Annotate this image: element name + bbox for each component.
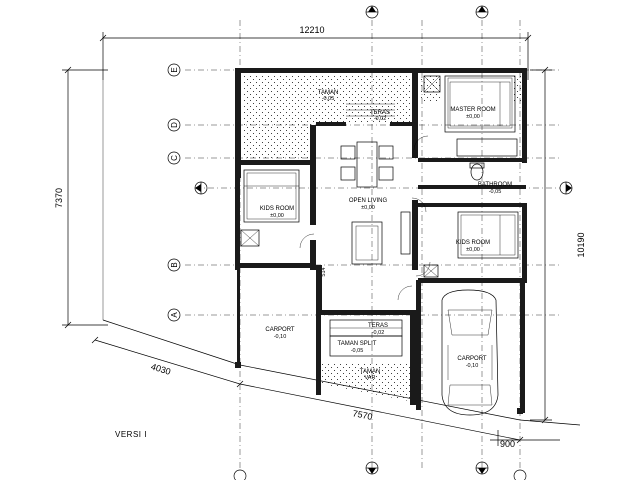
level-teras-top: -0,02 <box>374 116 387 122</box>
version-label: VERSI I <box>115 430 147 439</box>
room-taman-top: TAMAN <box>318 90 339 96</box>
dimension-bottom: 7570 <box>352 408 374 422</box>
room-taman-split: TAMAN SPLIT <box>338 341 377 347</box>
room-kids-left: KIDS ROOM <box>260 206 294 212</box>
grid-label-d: D <box>170 122 179 128</box>
grid-label-e: E <box>170 67 179 72</box>
furniture <box>235 75 523 416</box>
level-kids-right: ±0,00 <box>466 247 480 253</box>
dimension-top: 12210 <box>299 25 324 35</box>
grid-label-b: B <box>170 262 179 267</box>
car-icon <box>441 289 499 416</box>
dimension-small: 514 <box>321 267 327 276</box>
room-teras-bottom: TERAS <box>368 323 388 329</box>
room-master: MASTER ROOM <box>450 107 495 113</box>
level-carport-left: -0,10 <box>274 334 287 340</box>
level-carport-right: -0,10 <box>466 363 479 369</box>
room-teras-top: TERAS <box>370 110 390 116</box>
room-open-living: OPEN LIVING <box>349 198 388 204</box>
dimension-left: 7370 <box>54 188 64 208</box>
grid-label-c: C <box>170 155 179 161</box>
room-bathroom: BATHROOM <box>478 182 512 188</box>
section-markers <box>194 5 573 480</box>
room-taman-bottom: TAMAN <box>360 369 381 375</box>
grid-bubbles-rows: E D C B A <box>167 63 181 322</box>
level-taman-bottom: VAR <box>365 375 376 381</box>
level-teras-bottom: -0,02 <box>372 330 385 336</box>
room-carport-right: CARPORT <box>457 356 487 362</box>
level-kids-left: ±0,00 <box>270 213 284 219</box>
grid-label-a: A <box>170 312 179 318</box>
dimension-bottom-right: 900 <box>500 439 515 449</box>
level-bathroom: -0,05 <box>489 189 502 195</box>
room-labels: TAMAN -0,05 TERAS -0,02 MASTER ROOM ±0,0… <box>260 90 512 381</box>
level-open-living: ±0,00 <box>361 205 375 211</box>
level-master: ±0,00 <box>466 114 480 120</box>
dimension-right: 10190 <box>576 232 586 257</box>
room-carport-left: CARPORT <box>265 327 295 333</box>
walls <box>235 68 527 413</box>
garden-hatching <box>244 74 524 402</box>
level-taman-split: -0,05 <box>351 348 364 354</box>
dimension-bottom-left: 4030 <box>150 361 172 376</box>
room-kids-right: KIDS ROOM <box>456 240 490 246</box>
level-taman-top: -0,05 <box>322 96 335 102</box>
